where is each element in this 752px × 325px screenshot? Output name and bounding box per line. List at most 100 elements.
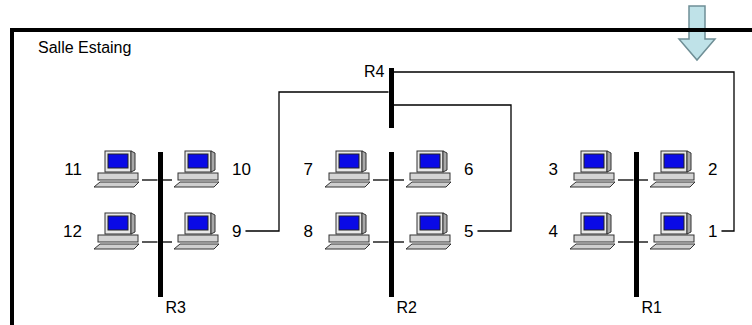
computer-icon bbox=[568, 212, 618, 250]
computer-part bbox=[131, 151, 135, 172]
computer-part bbox=[174, 182, 219, 187]
computer-part bbox=[607, 151, 611, 172]
workstation: 2 bbox=[648, 150, 721, 188]
computer-part bbox=[108, 216, 128, 230]
workstation: 7 bbox=[300, 150, 373, 188]
computer-part bbox=[325, 182, 370, 187]
computer-part bbox=[362, 213, 366, 234]
workstation: 4 bbox=[545, 212, 618, 250]
computer-part bbox=[188, 154, 208, 168]
computer-icon bbox=[404, 212, 454, 250]
workstation: 11 bbox=[60, 150, 142, 188]
computer-part bbox=[336, 151, 362, 172]
computer-part bbox=[105, 151, 131, 172]
computer-part bbox=[570, 244, 615, 249]
bus-segment: R4 bbox=[389, 68, 394, 128]
computer-part bbox=[607, 213, 611, 234]
room-name: Salle Estaing bbox=[38, 38, 131, 57]
computer-part bbox=[178, 235, 218, 242]
computer-part bbox=[185, 151, 211, 172]
workstation: 8 bbox=[300, 212, 373, 250]
station-number: 8 bbox=[304, 222, 313, 241]
computer-icon bbox=[172, 212, 222, 250]
network-link bbox=[394, 179, 405, 180]
station-number: 3 bbox=[549, 160, 558, 179]
computer-part bbox=[420, 216, 440, 230]
computer-part bbox=[174, 244, 219, 249]
computer-part bbox=[654, 235, 694, 242]
computer-part bbox=[362, 151, 366, 172]
computer-part bbox=[664, 216, 684, 230]
network-link bbox=[163, 179, 173, 180]
computer-part bbox=[211, 213, 215, 234]
computer-part bbox=[650, 182, 695, 187]
computer-part bbox=[687, 151, 691, 172]
network-link bbox=[373, 179, 389, 180]
computer-part bbox=[417, 213, 443, 234]
computer-part bbox=[443, 213, 447, 234]
computer-part bbox=[98, 173, 138, 180]
computer-part bbox=[108, 154, 128, 168]
computer-icon bbox=[568, 150, 618, 188]
computer-part bbox=[325, 244, 370, 249]
computer-part bbox=[339, 216, 359, 230]
computer-part bbox=[661, 151, 687, 172]
workstation: 9 bbox=[172, 212, 245, 250]
network-link bbox=[394, 105, 512, 231]
network-link bbox=[142, 241, 158, 242]
station-number: 2 bbox=[708, 160, 717, 179]
computer-part bbox=[664, 154, 684, 168]
network-link bbox=[394, 241, 405, 242]
station-number: 12 bbox=[63, 222, 82, 241]
network-link bbox=[163, 241, 173, 242]
station-number: 11 bbox=[64, 160, 82, 179]
computer-part bbox=[654, 173, 694, 180]
block-arrow bbox=[679, 6, 715, 60]
computer-part bbox=[410, 235, 450, 242]
network-link bbox=[394, 72, 735, 231]
computer-part bbox=[406, 244, 451, 249]
station-number: 7 bbox=[304, 160, 313, 179]
computer-icon bbox=[92, 212, 142, 250]
bus-segment: R1 bbox=[634, 152, 639, 297]
computer-icon bbox=[172, 150, 222, 188]
computer-part bbox=[584, 216, 604, 230]
computer-icon bbox=[92, 150, 142, 188]
bus-segment: R3 bbox=[158, 152, 163, 297]
workstation: 10 bbox=[172, 150, 255, 188]
station-number: 5 bbox=[464, 222, 473, 241]
station-number: 6 bbox=[464, 160, 473, 179]
computer-part bbox=[581, 151, 607, 172]
workstation: 3 bbox=[545, 150, 618, 188]
computer-icon bbox=[648, 212, 698, 250]
computer-icon bbox=[323, 212, 373, 250]
station-number: 10 bbox=[232, 160, 251, 179]
computer-part bbox=[185, 213, 211, 234]
computer-part bbox=[420, 154, 440, 168]
computer-part bbox=[687, 213, 691, 234]
computer-part bbox=[417, 151, 443, 172]
workstation: 5 bbox=[404, 212, 477, 250]
computer-part bbox=[574, 235, 614, 242]
station-number: 9 bbox=[232, 222, 241, 241]
computer-part bbox=[105, 213, 131, 234]
computer-part bbox=[211, 151, 215, 172]
computer-part bbox=[406, 182, 451, 187]
bus-segment: R2 bbox=[389, 152, 394, 297]
computer-icon bbox=[323, 150, 373, 188]
computer-part bbox=[574, 173, 614, 180]
workstation: 12 bbox=[59, 212, 142, 250]
computer-part bbox=[443, 151, 447, 172]
computer-part bbox=[131, 213, 135, 234]
station-number: 4 bbox=[549, 222, 558, 241]
network-link bbox=[618, 179, 634, 180]
segment-label: R3 bbox=[166, 298, 186, 317]
computer-part bbox=[178, 173, 218, 180]
network-link bbox=[373, 241, 389, 242]
segment-label: R2 bbox=[397, 298, 417, 317]
segment-label: R4 bbox=[364, 62, 384, 81]
network-link bbox=[245, 92, 388, 231]
room-outline: Salle EstaingR4111076321298541R3R2R1 bbox=[10, 28, 752, 325]
computer-part bbox=[650, 244, 695, 249]
